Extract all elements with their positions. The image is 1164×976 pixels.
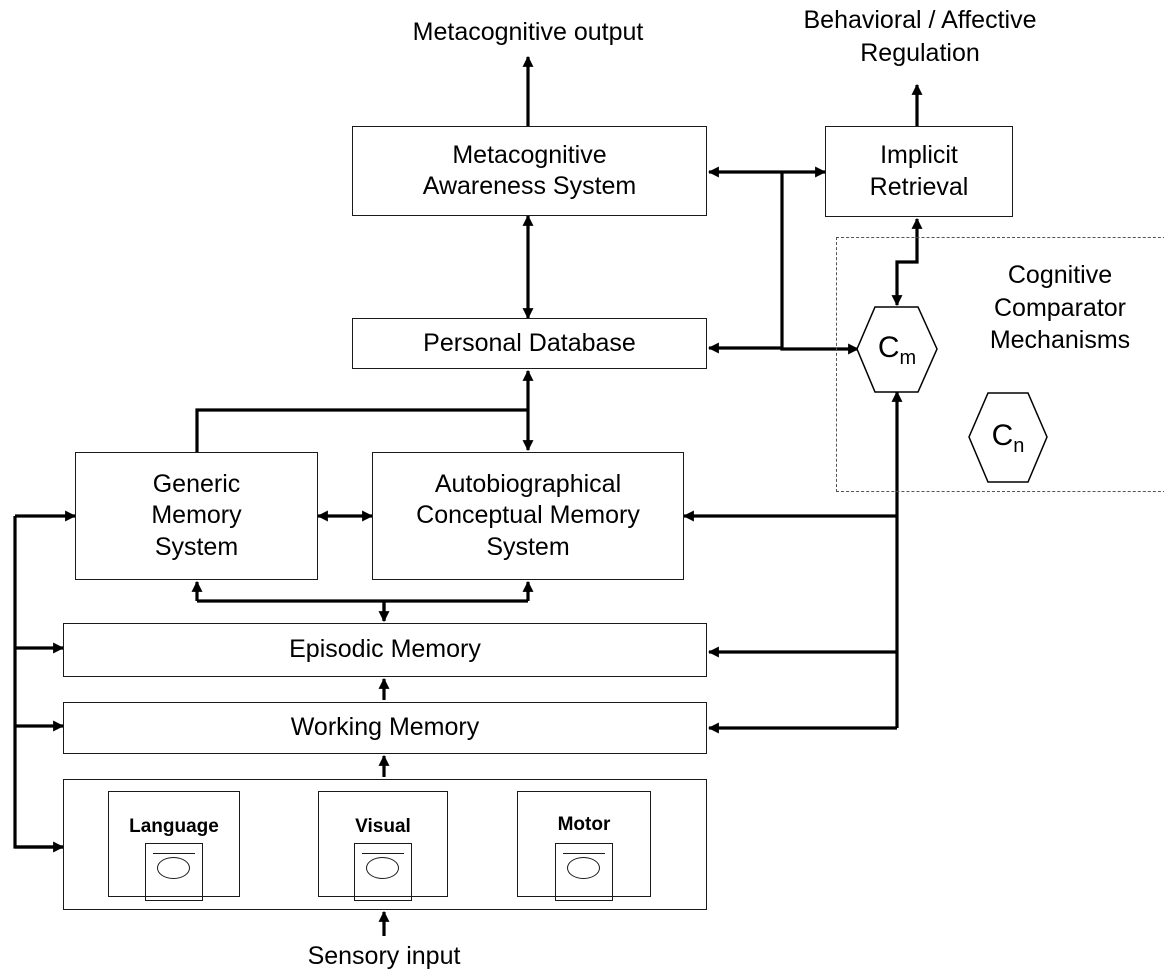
cognitive-comparator-title: Cognitive Comparator Mechanisms <box>989 261 1131 354</box>
cn-label: Cn <box>991 419 1025 457</box>
wire-left-feedback <box>13 516 63 849</box>
arrow-implicit-cm <box>891 217 923 307</box>
episodic-memory-box: Episodic Memory <box>63 623 707 677</box>
autobiographical-memory-box: Autobiographical Conceptual Memory Syste… <box>372 452 684 580</box>
language-label: Language <box>129 816 219 837</box>
visual-module: Visual <box>318 791 448 901</box>
language-icon <box>145 843 203 901</box>
behavioral-regulation-label: Behavioral / Affective Regulation <box>803 6 1037 67</box>
metacognitive-awareness-box: Metacognitive Awareness System <box>352 126 707 216</box>
wire-generic-personal-db <box>195 408 528 452</box>
motor-module: Motor <box>517 791 651 901</box>
sensory-input-label: Sensory input <box>307 942 461 970</box>
sensory-modules-box: Language Visual Motor <box>63 779 707 910</box>
language-module: Language <box>108 791 240 901</box>
cm-hexagon <box>856 306 938 393</box>
cognitive-comparator-region <box>836 237 1164 492</box>
visual-icon <box>354 843 412 901</box>
motor-icon <box>555 843 613 901</box>
metacognitive-output-label: Metacognitive output <box>412 18 644 46</box>
working-memory-box: Working Memory <box>63 702 707 754</box>
personal-database-box: Personal Database <box>352 318 707 369</box>
cn-hexagon <box>968 392 1048 483</box>
visual-label: Visual <box>355 816 411 837</box>
cm-label: Cm <box>877 331 917 369</box>
implicit-retrieval-box: Implicit Retrieval <box>825 126 1013 217</box>
generic-memory-box: Generic Memory System <box>75 452 318 580</box>
motor-label: Motor <box>557 814 611 835</box>
